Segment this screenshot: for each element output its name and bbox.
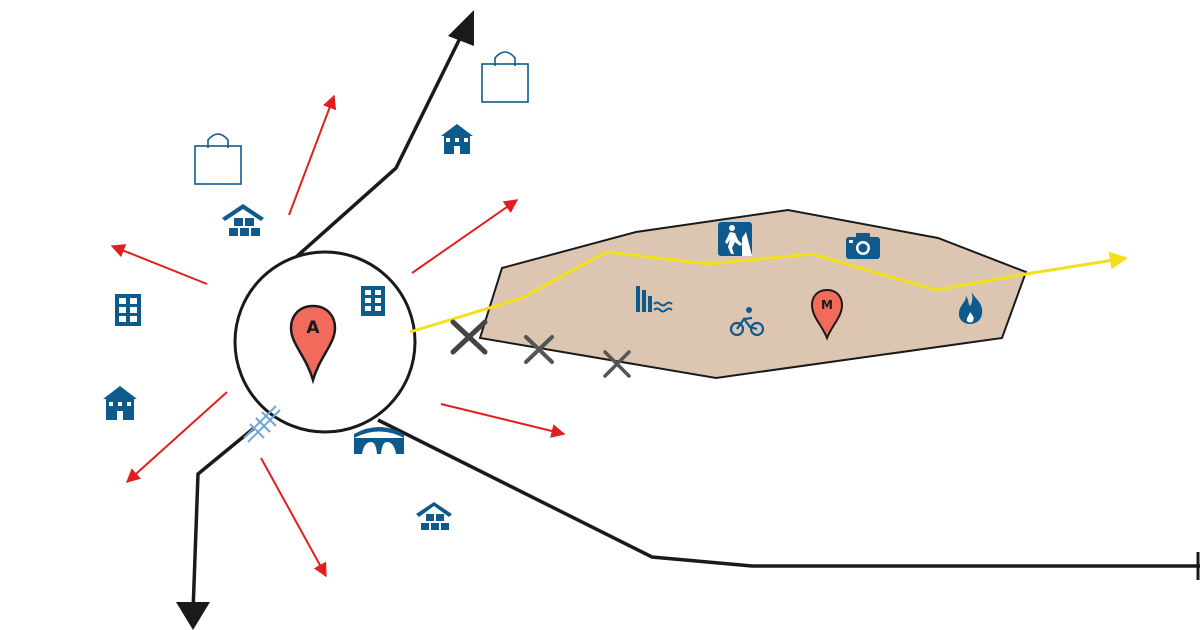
- influence-arrow-northeast: [411, 199, 519, 274]
- dam-icon: [636, 286, 673, 313]
- origin-marker-label: A: [306, 318, 320, 338]
- origin-marker: A: [289, 304, 337, 385]
- influence-arrow-north: [288, 94, 337, 216]
- destination-marker-label: M: [821, 298, 833, 312]
- camera-icon: [846, 233, 880, 259]
- road-east: [377, 418, 1200, 568]
- campfire-icon: [958, 290, 983, 324]
- house-icon: [441, 124, 473, 154]
- warehouse-icon: [416, 502, 452, 530]
- influence-arrow-south: [260, 457, 327, 578]
- road-southwest: [191, 426, 256, 613]
- barrier-x-medium: [524, 335, 554, 364]
- influence-arrow-west: [110, 244, 208, 285]
- destination-marker: M: [810, 288, 844, 341]
- office-building-icon: [361, 286, 385, 316]
- house-icon: [103, 386, 137, 420]
- influence-arrows: [110, 94, 566, 578]
- barrier-x-large: [450, 319, 488, 355]
- warehouse-icon: [222, 204, 264, 236]
- cycling-icon: [729, 307, 765, 337]
- influence-arrow-southwest: [125, 391, 228, 483]
- road-network: [176, 10, 1200, 630]
- road-southwest-arrowhead: [176, 602, 210, 630]
- barrier-x-small: [603, 350, 631, 378]
- shopping-bag-icon: [194, 133, 242, 185]
- shopping-bag-icon: [481, 51, 529, 103]
- office-building-icon: [115, 294, 141, 326]
- trail-route: [409, 250, 1128, 334]
- bridge-icon: [354, 427, 404, 454]
- influence-arrow-east: [440, 403, 566, 438]
- road-north: [284, 25, 468, 268]
- park-area: [478, 208, 1028, 380]
- hiking-icon: [718, 222, 752, 256]
- railway-crossing-icon: [243, 405, 281, 443]
- road-north-arrowhead: [448, 10, 474, 46]
